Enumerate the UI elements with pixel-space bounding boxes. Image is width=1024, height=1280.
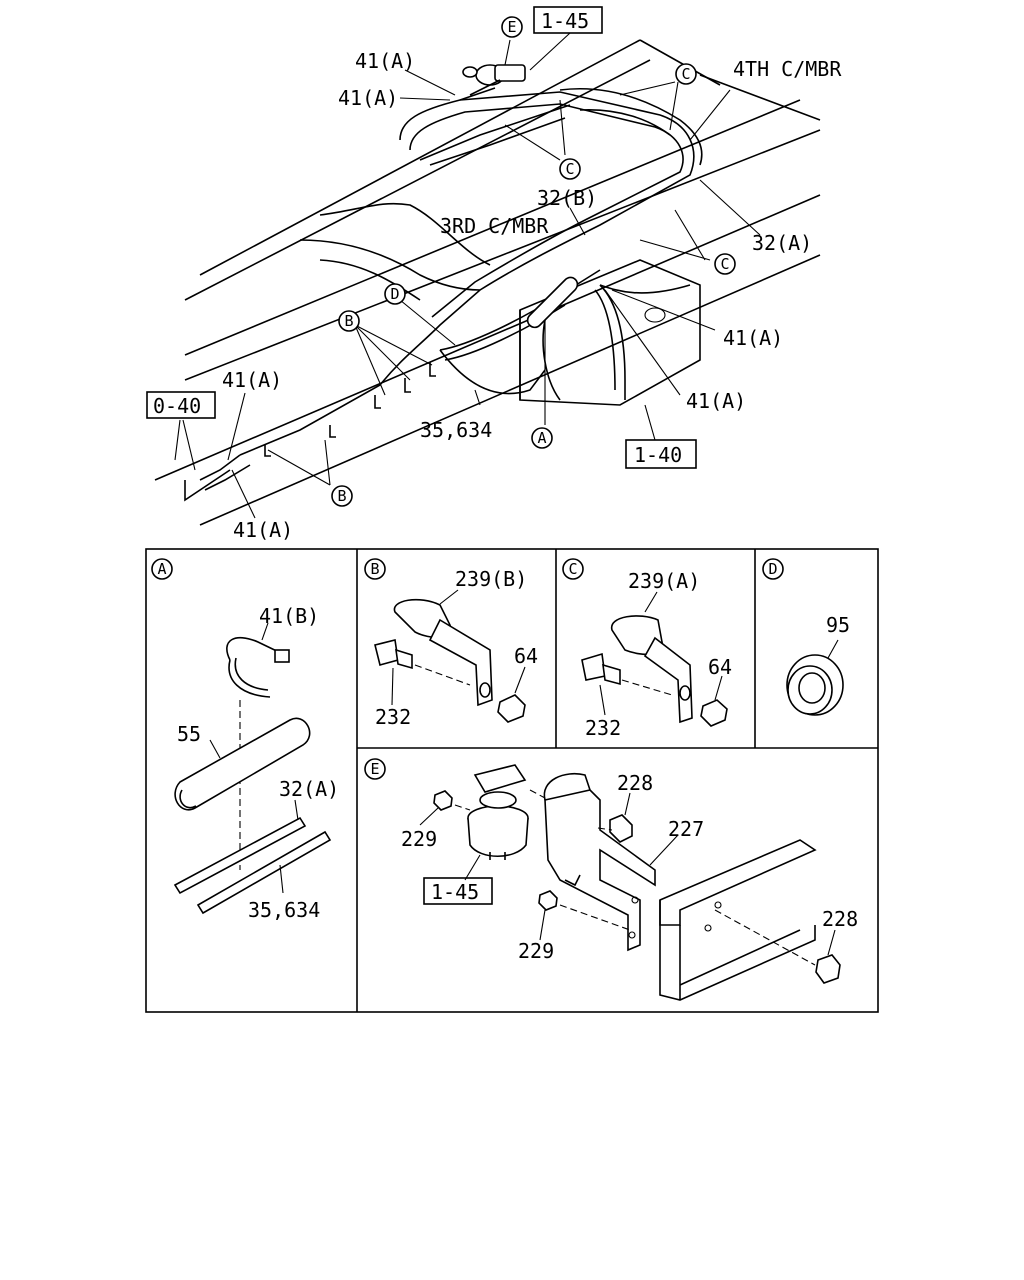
label-64-b: 64: [514, 644, 538, 668]
callout-c-2: C: [559, 158, 581, 180]
label-41a-2: 41(A): [338, 86, 398, 110]
label-35-634-top: 35,634: [420, 418, 492, 442]
crossmember-3rd: [299, 202, 491, 301]
callout-b-2: B: [331, 485, 353, 507]
callout-d-letter: D: [390, 285, 399, 303]
pipe-lower: [196, 830, 332, 915]
bolt-c-head: [581, 652, 606, 681]
label-229-a: 229: [401, 827, 437, 851]
bracket-b: [428, 618, 493, 707]
label-32b: 32(B): [537, 186, 597, 210]
bracket-227: [544, 789, 656, 952]
callout-d-top: D: [384, 283, 406, 305]
label-4th-cmbr: 4TH C/MBR: [733, 57, 842, 81]
panel-b: B 239(B) 64 232: [364, 558, 538, 729]
callout-c-letter: C: [681, 65, 690, 83]
label-228-a: 228: [617, 771, 653, 795]
label-64-c: 64: [708, 655, 732, 679]
bolt-228-b: [815, 954, 841, 984]
bolt-228-a: [609, 814, 633, 843]
label-41b: 41(B): [259, 604, 319, 628]
label-95: 95: [826, 613, 850, 637]
callout-c-letter: C: [720, 255, 729, 273]
detail-panel-grid: [145, 548, 879, 1013]
callout-a-top: A: [531, 427, 553, 449]
callout-b-1: B: [338, 310, 360, 332]
clip-239a: [611, 615, 663, 656]
panel-a-letter: A: [157, 560, 166, 578]
callout-c-letter: C: [565, 160, 574, 178]
label-35-634-detail: 35,634: [248, 898, 320, 922]
clamp-band: [226, 636, 286, 661]
fuel-tank: [519, 259, 701, 406]
label-228-b: 228: [822, 907, 858, 931]
label-41a-5: 41(A): [222, 368, 282, 392]
nut-229-b: [538, 890, 558, 911]
label-3rd-cmbr: 3RD C/MBR: [440, 214, 549, 238]
callout-c-3: C: [714, 253, 736, 275]
hose-sleeve-top: [526, 276, 579, 329]
label-229-b: 229: [518, 939, 554, 963]
label-232-b: 232: [375, 705, 411, 729]
label-0-40: 0-40: [153, 394, 201, 418]
label-239b: 239(B): [455, 567, 527, 591]
frame-channel: [659, 839, 817, 926]
pipe-upper: [173, 816, 307, 895]
panel-a: A 41(B) 55 32(A) 35,634: [151, 558, 339, 922]
panel-e: E 228 2: [364, 758, 858, 1001]
label-1-45-e: 1-45: [431, 880, 479, 904]
callout-e-letter: E: [507, 18, 516, 36]
label-55: 55: [177, 722, 201, 746]
panel-e-letter: E: [370, 760, 379, 778]
callout-a-letter: A: [537, 429, 546, 447]
callout-c-1: C: [675, 63, 697, 85]
brake-valve-top: [459, 64, 526, 101]
label-1-45-top: 1-45: [541, 9, 589, 33]
ref-box-1-45-top: 1-45: [533, 6, 603, 34]
label-32a-detail: 32(A): [279, 777, 339, 801]
bracket-c: [643, 636, 693, 724]
panel-c: C 239(A) 64 232: [562, 558, 732, 740]
label-32a-top: 32(A): [752, 231, 812, 255]
nut-229-a: [433, 790, 453, 811]
leader-lines-top: [174, 32, 761, 519]
panel-b-letter: B: [370, 560, 379, 578]
label-41a-6: 41(A): [233, 518, 293, 542]
callout-e-top: E: [501, 16, 523, 38]
label-227: 227: [668, 817, 704, 841]
callout-b-letter: B: [344, 312, 353, 330]
label-239a: 239(A): [628, 569, 700, 593]
bolt-b-head: [374, 639, 399, 666]
ref-box-1-45-e: 1-45: [423, 877, 493, 905]
callout-b-letter: B: [337, 487, 346, 505]
label-1-40: 1-40: [634, 443, 682, 467]
pipe-clamps-b: [264, 362, 436, 457]
panel-c-letter: C: [568, 560, 577, 578]
label-232-c: 232: [585, 716, 621, 740]
nut-c: [700, 699, 728, 727]
ref-box-1-40: 1-40: [625, 439, 697, 469]
label-41a-3: 41(A): [723, 326, 783, 350]
ref-box-0-40: 0-40: [146, 391, 216, 419]
label-41a-4: 41(A): [686, 389, 746, 413]
frame-rails: [154, 39, 821, 526]
hose-sleeve: [174, 717, 311, 811]
label-41a-1: 41(A): [355, 49, 415, 73]
panel-d-letter: D: [768, 560, 777, 578]
panel-d: D 95: [762, 558, 850, 716]
nut-b: [497, 694, 526, 723]
